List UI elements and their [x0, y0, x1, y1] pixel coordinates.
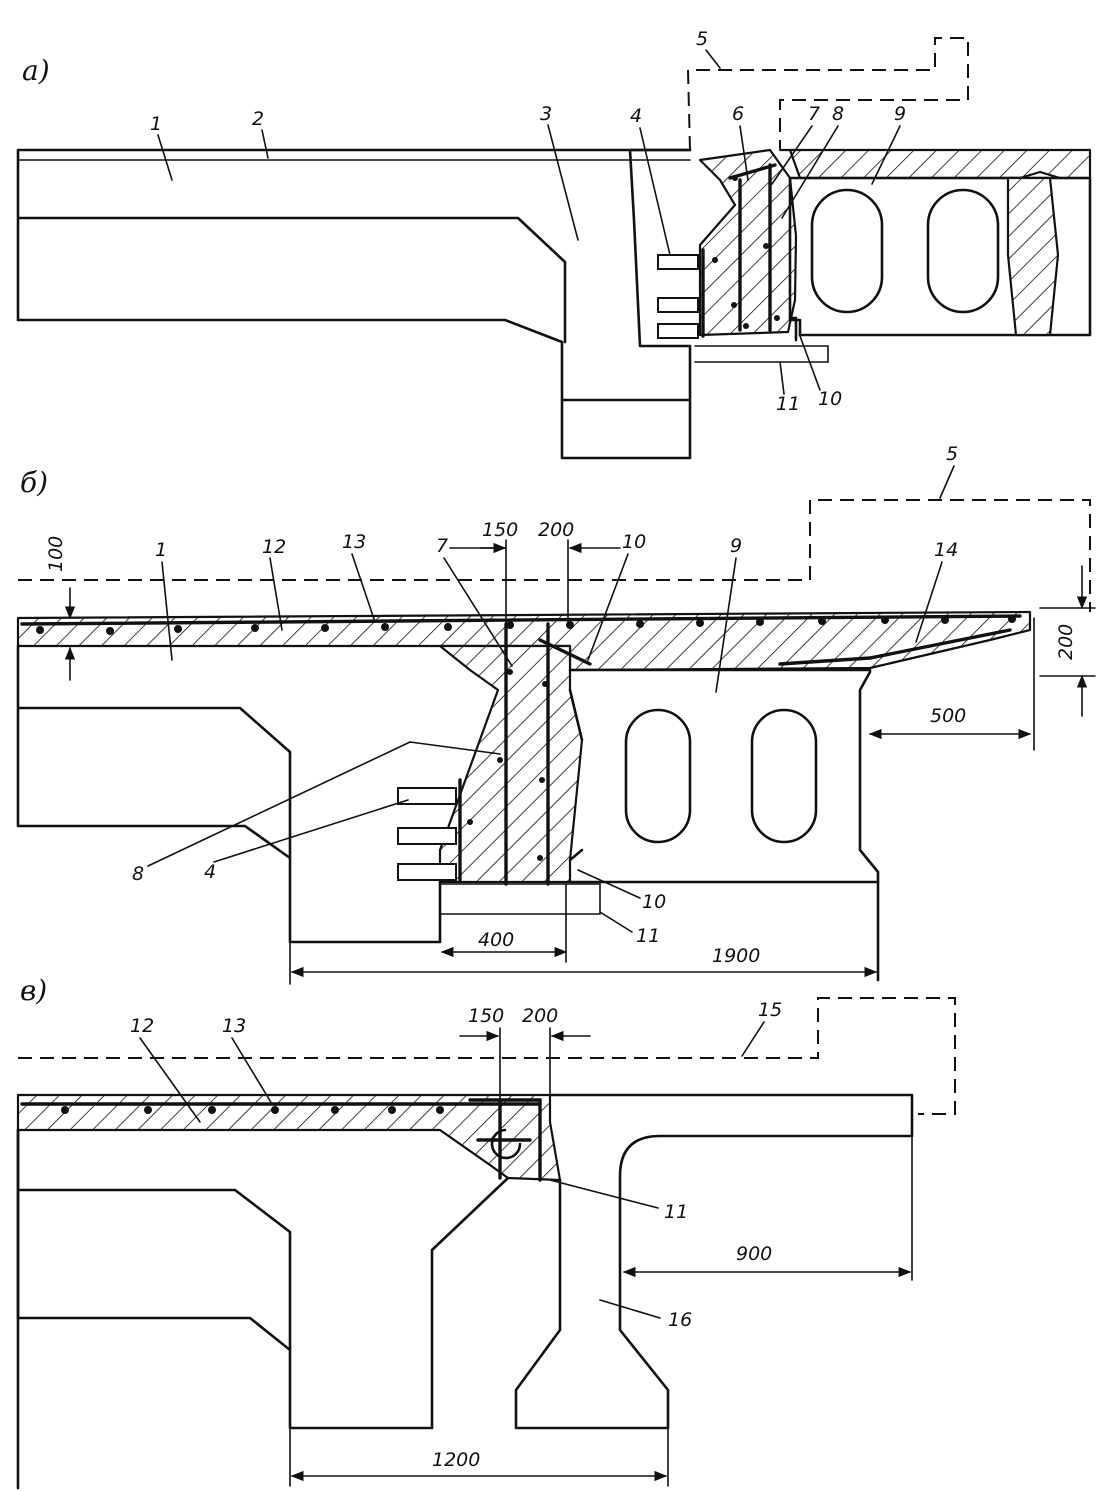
rebar-a [728, 163, 777, 332]
label-a-4: 4 [630, 105, 642, 127]
part-label-b: б) [20, 466, 48, 499]
dim-c-900: 900 [736, 1243, 772, 1265]
dim-b-1900: 1900 [712, 945, 760, 967]
label-a-7: 7 [808, 103, 820, 125]
dim-c-1200: 1200 [432, 1449, 480, 1471]
label-c-11: 11 [664, 1201, 688, 1223]
label-b-13: 13 [342, 531, 366, 553]
part-label-a: а) [22, 54, 50, 87]
hollow-slab-9-b [568, 668, 880, 982]
label-a-11: 11 [776, 393, 800, 415]
section-a: а) 1 2 3 [16, 28, 1092, 460]
label-b-10-top: 10 [622, 531, 646, 553]
slab-void-2 [926, 188, 1000, 314]
label-b-1: 1 [155, 539, 167, 561]
label-b-12: 12 [262, 536, 286, 558]
mesh-13-b [20, 614, 1022, 626]
rebar-7-b [504, 622, 592, 886]
section-b: б) [16, 443, 1096, 985]
label-c-16: 16 [668, 1309, 692, 1331]
label-a-8: 8 [832, 103, 844, 125]
label-a-10: 10 [818, 388, 842, 410]
label-b-9: 9 [730, 535, 742, 557]
label-a-9: 9 [894, 103, 906, 125]
label-b-11: 11 [636, 925, 660, 947]
label-a-5: 5 [696, 28, 708, 50]
mesh-dots-c [61, 1106, 444, 1114]
label-b-10-bottom: 10 [642, 891, 666, 913]
hollow-slab-9-a [788, 176, 1092, 337]
label-c-13: 13 [222, 1015, 246, 1037]
dim-c-150: 150 [468, 1005, 504, 1027]
label-c-12: 12 [130, 1015, 154, 1037]
dim-b-500: 500 [930, 705, 966, 727]
label-a-1: 1 [150, 113, 162, 135]
formwork-5-b [18, 499, 1091, 612]
label-a-6: 6 [732, 103, 744, 125]
slab-void-b2 [750, 708, 818, 844]
slab-void-1 [810, 188, 884, 314]
slab-void-b1 [624, 708, 692, 844]
rebar-14-b [778, 628, 1012, 666]
label-b-5: 5 [946, 443, 958, 465]
label-b-8: 8 [132, 863, 144, 885]
section-c: в) 150 200 900 1200 [16, 974, 956, 1490]
support-pad-11-a [694, 345, 829, 363]
anchor-plates-4-b [397, 778, 462, 882]
rebar-c [468, 1098, 542, 1182]
support-pad-11-b [439, 883, 601, 915]
beam-a-outline [16, 148, 692, 460]
dim-c-200: 200 [522, 1005, 558, 1027]
rib-3-outline [628, 148, 692, 348]
part-label-c: в) [20, 974, 47, 1007]
anchor-plates-4-a [657, 248, 705, 339]
beam-16-outline [514, 1093, 914, 1430]
label-a-3: 3 [540, 103, 552, 125]
topping-12-c [16, 1093, 562, 1182]
slab-topping-a [778, 148, 1092, 180]
label-b-7: 7 [436, 535, 448, 557]
label-b-14: 14 [934, 539, 958, 561]
beam-b-outline [16, 644, 442, 944]
dim-b-400: 400 [478, 929, 514, 951]
dim-b-150: 150 [482, 519, 518, 541]
beam-c-left [16, 1128, 510, 1490]
label-c-15: 15 [758, 999, 782, 1021]
mesh-dots-b [36, 615, 1016, 635]
dim-b-100: 100 [45, 536, 67, 572]
dim-b-200: 200 [538, 519, 574, 541]
slab-rib-a [1006, 176, 1060, 337]
formwork-5-a [686, 37, 969, 151]
formwork-15-c [18, 997, 956, 1115]
loop-rebar-c [490, 1128, 522, 1160]
label-a-2: 2 [252, 108, 264, 130]
label-b-4: 4 [204, 861, 216, 883]
dim-b-200-right: 200 [1055, 624, 1077, 660]
